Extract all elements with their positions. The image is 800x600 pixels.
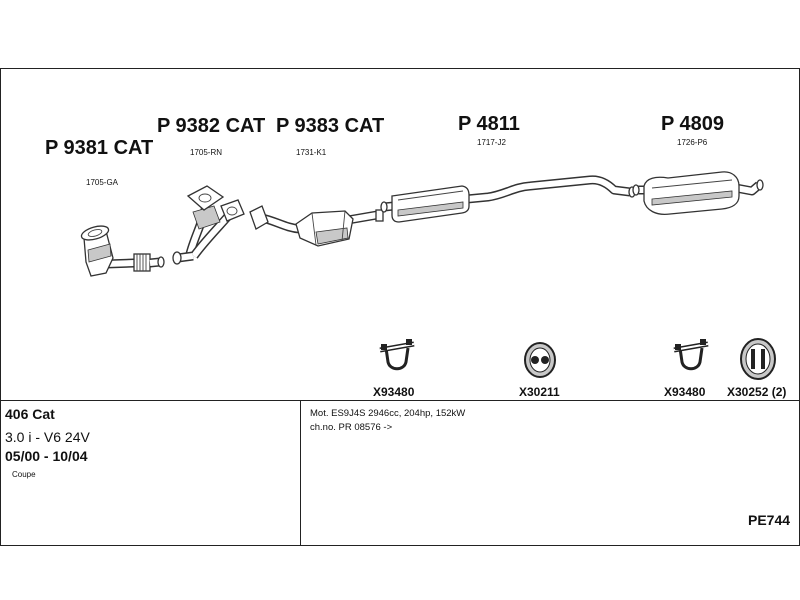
pipe-inlet	[380, 201, 388, 213]
section-divider-vertical	[300, 400, 301, 545]
part-p9382-cat-drawing	[172, 185, 245, 265]
muffler-seams	[651, 179, 733, 189]
section-divider-horizontal	[0, 400, 800, 401]
rubber-ring-icon	[524, 342, 556, 378]
inlet-flange	[80, 225, 110, 241]
part-code-label: 1717-J2	[477, 138, 506, 147]
flange-opening	[198, 193, 212, 203]
converter-shading	[87, 243, 112, 263]
rubber-hanger-icon	[740, 338, 776, 380]
fitting-label: X93480	[373, 385, 415, 399]
part-code-label: 1705-GA	[86, 178, 119, 187]
inlet-flange	[249, 205, 269, 230]
tailpipe-end	[756, 179, 764, 191]
part-number-label: P 4809	[661, 113, 725, 135]
chassis-note: ch.no. PR 08576 ->	[310, 422, 393, 433]
manifold-flange	[220, 199, 245, 222]
clamp-icon	[673, 339, 709, 371]
fitting-label: X93480	[664, 385, 706, 399]
part-number-label: P 9383 CAT	[276, 115, 385, 137]
flange-opening	[226, 206, 238, 216]
vehicle-years: 05/00 - 10/04	[5, 448, 88, 464]
part-p4809-drawing	[632, 171, 764, 216]
pipe-end	[149, 256, 165, 268]
converter-seams	[311, 210, 346, 246]
pipe-inlet	[632, 184, 640, 196]
vehicle-body-type: Coupe	[12, 470, 36, 479]
fitting-label: X30211	[519, 385, 560, 399]
part-code-label: 1731-K1	[296, 148, 327, 157]
converter-shading	[315, 227, 349, 245]
pipe-end	[172, 251, 182, 265]
part-code-label: 1705-RN	[190, 148, 223, 157]
part-code-label: 1726-P6	[677, 138, 708, 147]
muffler-shading	[397, 201, 464, 217]
vehicle-engine: 3.0 i - V6 24V	[5, 429, 90, 445]
flange-opening	[87, 229, 103, 237]
part-number-label: P 9381 CAT	[45, 137, 154, 159]
part-number-label: P 9382 CAT	[157, 115, 266, 137]
muffler-seams	[397, 190, 464, 201]
muffler-shading	[651, 190, 733, 206]
diagram-reference-id: PE744	[748, 512, 791, 528]
part-p4811-drawing	[380, 175, 636, 223]
manifold-flange	[186, 185, 225, 211]
part-p9383-cat-drawing	[249, 205, 384, 247]
part-number-label: P 4811	[458, 113, 520, 135]
part-p9381-cat-drawing	[80, 225, 165, 277]
flex-bellows	[133, 253, 151, 272]
vehicle-model: 406 Cat	[5, 406, 55, 422]
outlet-flange	[375, 209, 384, 222]
fitting-label: X30252 (2)	[727, 385, 787, 399]
motor-note: Mot. ES9J4S 2946cc, 204hp, 152kW	[310, 408, 466, 419]
clamp-icon	[379, 339, 415, 371]
bellows-ribs	[136, 254, 147, 271]
